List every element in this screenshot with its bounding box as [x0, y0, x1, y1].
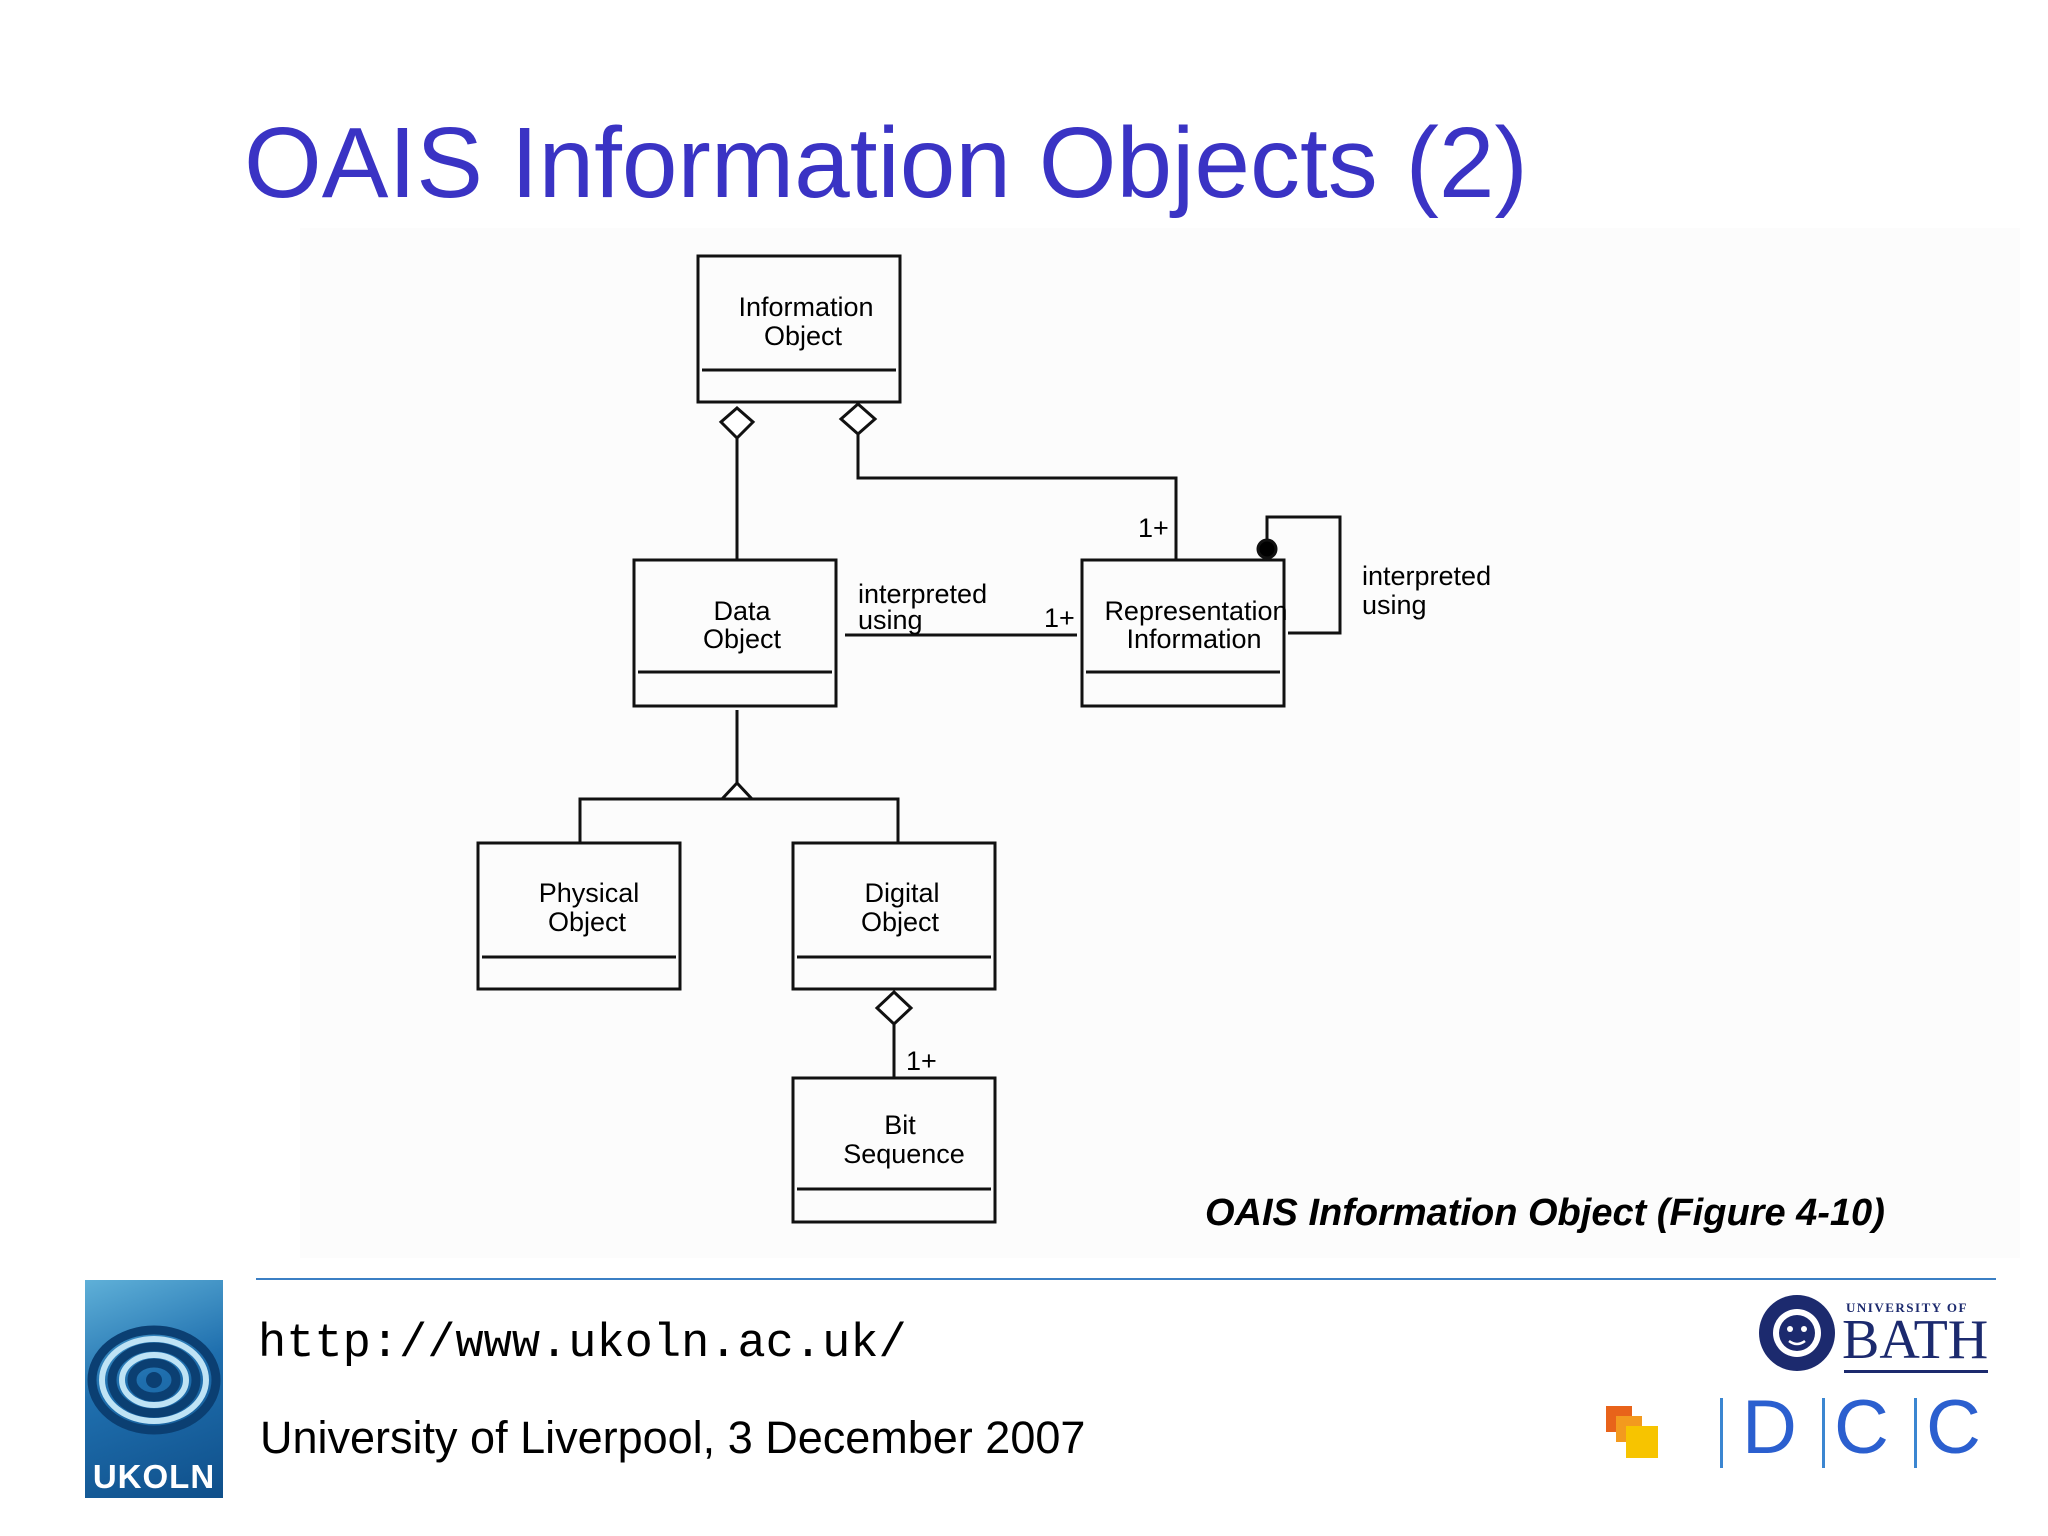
label-interpreted-using-1-line1: interpreted — [858, 579, 987, 609]
label-multiplicity-rep-top: 1+ — [1138, 513, 1169, 543]
university-of-bath-logo: UNIVERSITY OF BATH — [1756, 1290, 1988, 1380]
dcc-logo: D C C — [1604, 1390, 1984, 1474]
dcc-letter-c2: C — [1926, 1385, 1981, 1470]
generalization-branches — [578, 797, 900, 843]
box-information-object — [696, 254, 902, 404]
ukoln-logo: UKOLN — [85, 1280, 223, 1498]
label-information-object-line2: Object — [764, 321, 843, 351]
label-data-object-line1: Data — [713, 596, 771, 626]
ukoln-logo-text: UKOLN — [92, 1458, 216, 1495]
box-digital-object — [791, 841, 997, 991]
label-representation-line1: Representation — [1104, 596, 1287, 626]
footer-event: University of Liverpool, 3 December 2007 — [260, 1412, 1086, 1463]
label-bit-sequence-line2: Sequence — [843, 1139, 965, 1169]
dcc-squares-icon — [1606, 1406, 1658, 1458]
label-digital-object-line1: Digital — [864, 878, 939, 908]
label-information-object-line1: Information — [738, 292, 873, 322]
label-multiplicity-rep-left: 1+ — [1044, 603, 1075, 633]
bath-logo-small-text: UNIVERSITY OF — [1846, 1300, 1968, 1315]
dcc-letter-d: D — [1742, 1385, 1797, 1470]
generalization-triangle — [718, 780, 756, 801]
self-loop-representation — [1265, 515, 1342, 635]
label-interpreted-using-2-line1: interpreted — [1362, 561, 1491, 591]
footer-url: http://www.ukoln.ac.uk/ — [258, 1318, 907, 1371]
bath-logo-big-text: BATH — [1842, 1309, 1989, 1371]
label-interpreted-using-1-line2: using — [858, 605, 923, 635]
slide-title: OAIS Information Objects (2) — [244, 107, 1528, 219]
label-multiplicity-bits: 1+ — [906, 1046, 937, 1076]
aggregation-diamond-data — [718, 406, 756, 441]
dcc-divider-2 — [1822, 1398, 1825, 1468]
bath-logo-underline — [1844, 1370, 1988, 1373]
label-physical-object-line2: Object — [548, 907, 627, 937]
aggregation-diamond-representation — [838, 401, 878, 437]
label-interpreted-using-2-line2: using — [1362, 590, 1427, 620]
box-representation-information — [1080, 558, 1286, 708]
diagram-background — [300, 228, 2020, 1258]
dcc-divider-1 — [1720, 1398, 1723, 1468]
bath-crest-icon — [1759, 1295, 1835, 1371]
label-bit-sequence-line1: Bit — [884, 1110, 916, 1140]
footer-divider — [256, 1278, 1996, 1280]
label-representation-line2: Information — [1126, 624, 1261, 654]
label-digital-object-line2: Object — [861, 907, 940, 937]
aggregation-diamond-bits — [874, 989, 914, 1027]
self-loop-dot — [1256, 538, 1278, 560]
label-physical-object-line1: Physical — [539, 878, 640, 908]
figure-caption: OAIS Information Object (Figure 4-10) — [1205, 1192, 1885, 1234]
label-data-object-line2: Object — [703, 624, 782, 654]
connector-info-representation — [856, 434, 1178, 560]
dcc-divider-3 — [1914, 1398, 1917, 1468]
ukoln-eye-icon — [87, 1325, 221, 1435]
dcc-letter-c1: C — [1834, 1385, 1889, 1470]
box-data-object — [632, 558, 838, 708]
